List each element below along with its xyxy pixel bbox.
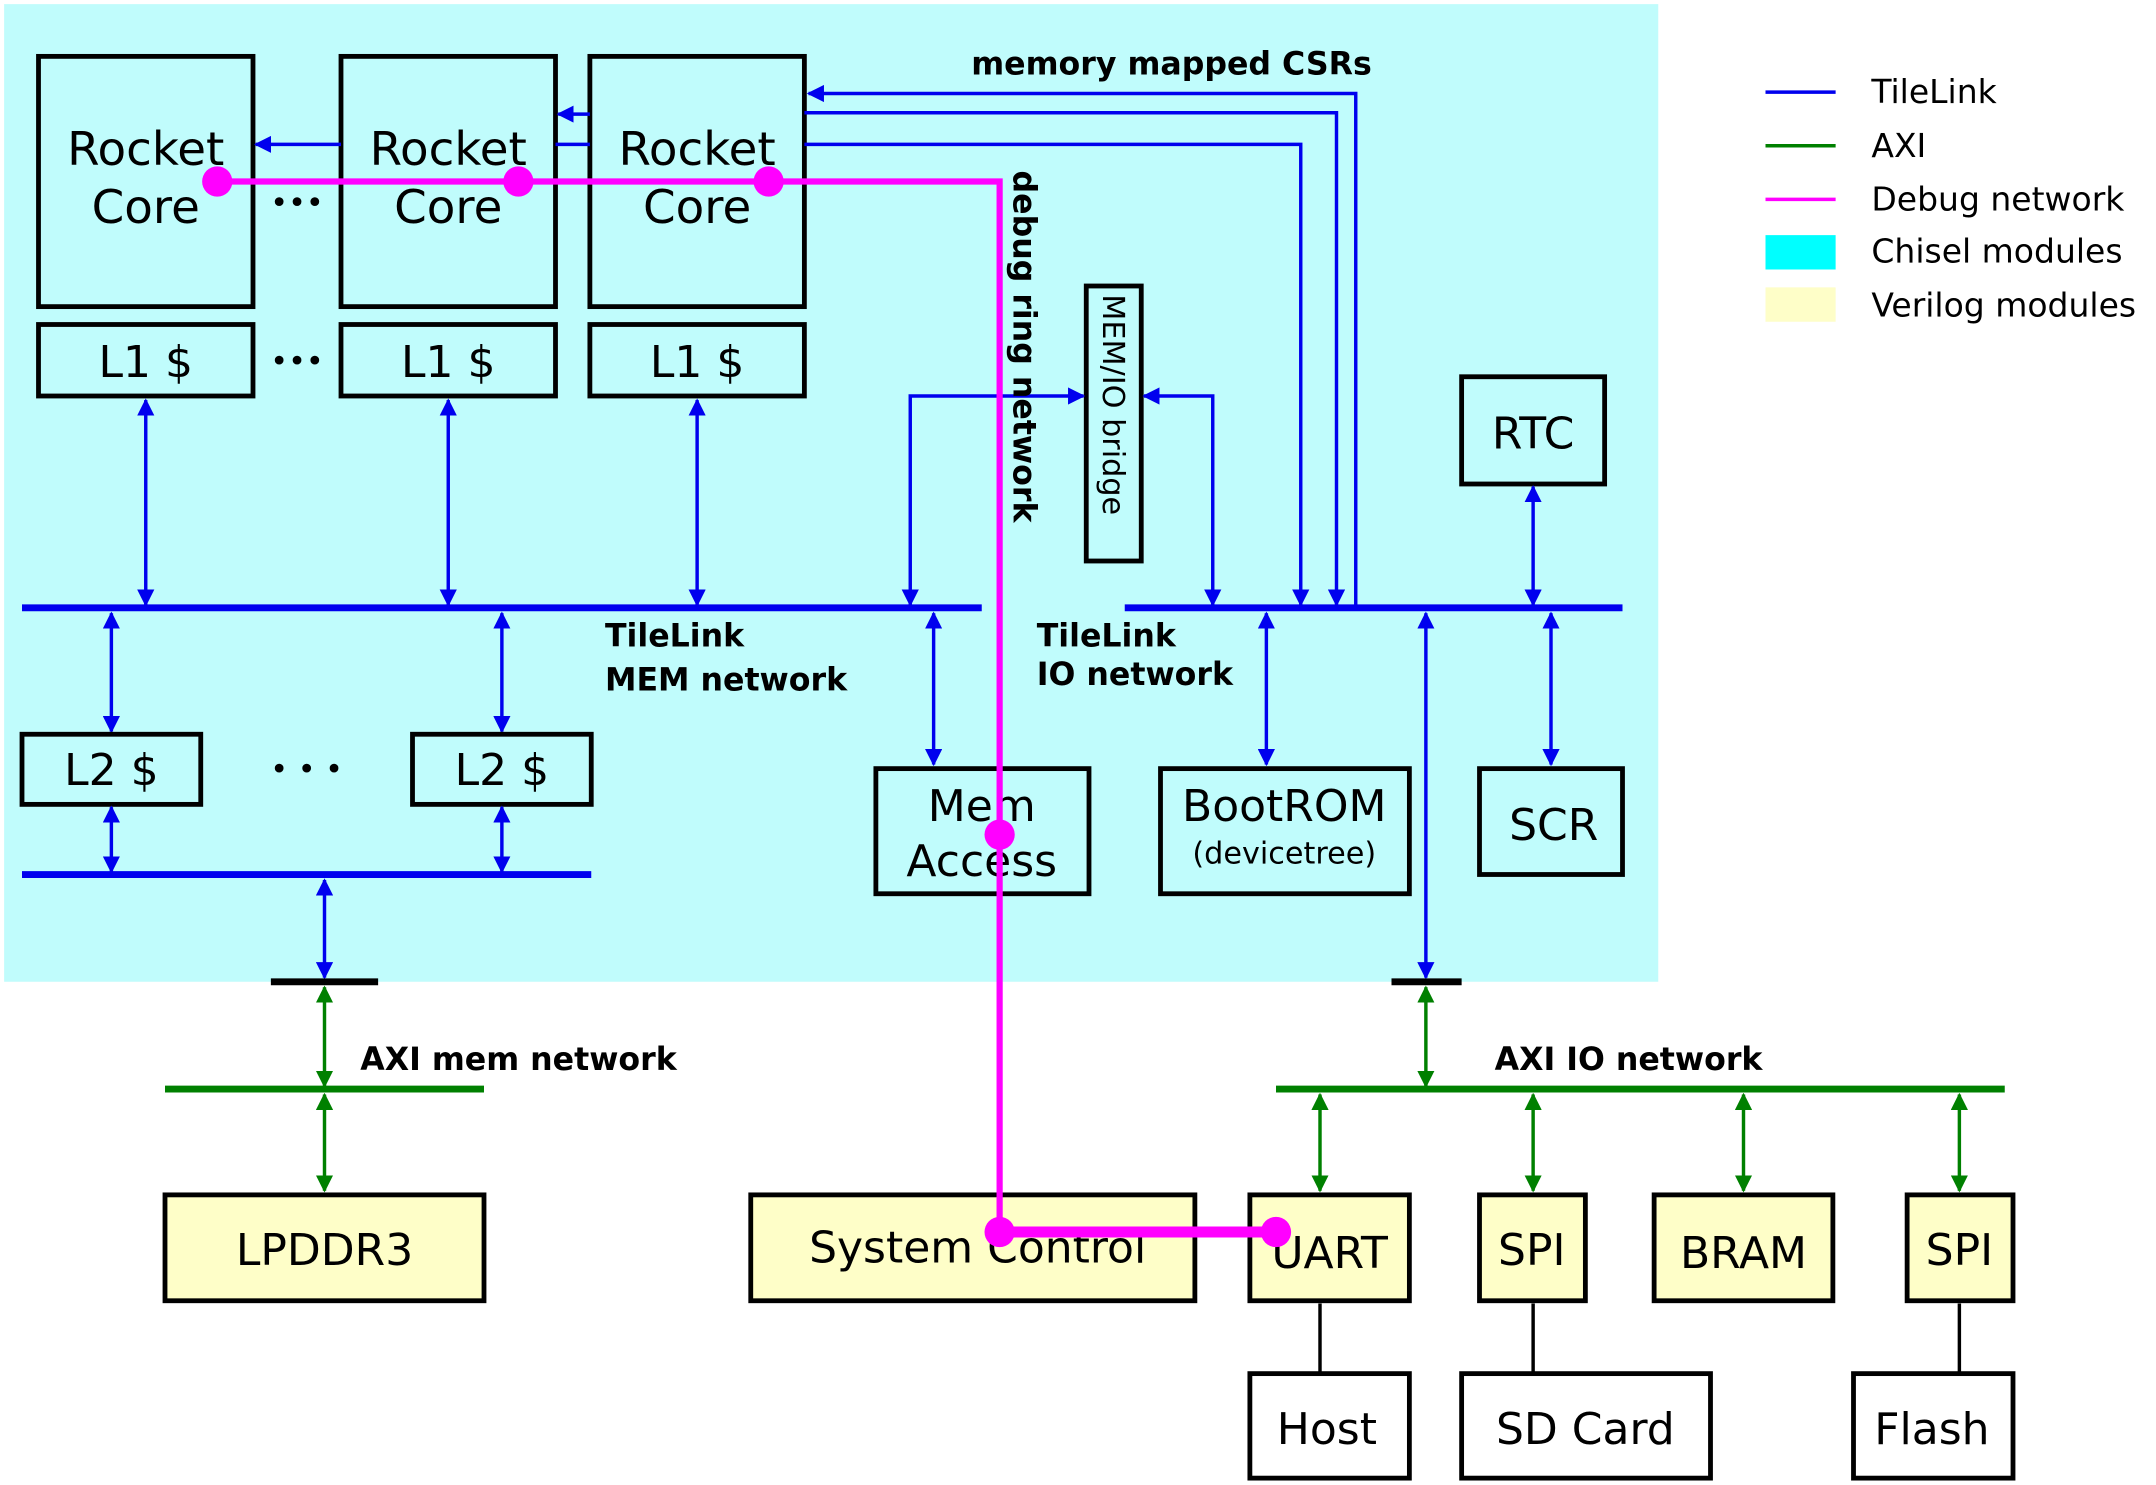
system-control-block[interactable]: System Control [748,1192,1198,1304]
bootrom-label: BootROM [1182,781,1386,832]
tl-mem-label: TileLink [605,618,745,654]
legend-verilog-swatch [1765,287,1836,322]
memio-bridge[interactable]: MEM/IO bridge [1083,283,1144,564]
csr-line [806,84,1358,605]
axi-mem-label: AXI mem network [360,1042,677,1078]
csr-label: memory mapped CSRs [971,46,1372,82]
l2-cache-2[interactable]: L2 $ [410,731,594,807]
cache-label: L2 $ [455,745,549,796]
legend-label: Debug network [1871,179,2125,218]
bram-block[interactable]: BRAM [1651,1192,1836,1304]
l2-ellipsis: • • • [270,753,343,788]
csr-line [804,142,1310,607]
bram-label: BRAM [1680,1228,1807,1279]
flash-block[interactable]: Flash [1851,1371,2016,1481]
mem-access-label: Mem [928,781,1036,832]
mem-access-label: Access [906,836,1057,887]
core-label: Rocket [619,123,776,177]
legend-label: TileLink [1870,72,1997,111]
l1-cache-3[interactable]: L1 $ [587,322,807,399]
axi-io-label: AXI IO network [1495,1042,1764,1078]
legend-label: Verilog modules [1871,285,2136,324]
l1-cache-1[interactable]: L1 $ [36,322,256,399]
bridge-mem-arrow [901,387,1086,607]
spi-block-1[interactable]: SPI [1477,1192,1588,1304]
spi-block-2[interactable]: SPI [1904,1192,2016,1304]
rtc-block[interactable]: RTC [1459,374,1608,487]
core-label: Core [394,181,502,235]
legend-label: AXI [1871,126,1926,165]
debug-node [1260,1216,1292,1248]
rtc-label: RTC [1492,408,1574,459]
cache-label: L1 $ [650,337,745,388]
cache-label: L1 $ [99,337,194,388]
scr-label: SCR [1509,800,1598,851]
debug-ring-label: debug ring network [1005,171,1041,524]
spi-label: SPI [1926,1225,1993,1276]
flash-label: Flash [1874,1404,1989,1455]
l1-cache-2[interactable]: L1 $ [338,322,558,399]
debug-node [984,1216,1015,1248]
core-ellipsis: ••• [270,186,324,221]
debug-node [753,166,784,197]
mem-access-block[interactable]: Mem Access [873,766,1092,897]
host-label: Host [1277,1404,1377,1455]
legend-chisel-swatch [1765,235,1836,270]
cache-label: L1 $ [401,337,495,388]
sdcard-label: SD Card [1496,1404,1675,1455]
lpddr3-block[interactable]: LPDDR3 [162,1192,487,1304]
sdcard-block[interactable]: SD Card [1459,1371,1713,1481]
debug-node [503,166,534,197]
spi-label: SPI [1498,1225,1565,1276]
core-label: Core [643,181,751,235]
l2-cache-1[interactable]: L2 $ [19,731,204,807]
scr-block[interactable]: SCR [1477,766,1625,877]
csr-line [804,111,1346,607]
bootrom-block[interactable]: BootROM (devicetree) [1158,766,1412,897]
lpddr3-label: LPDDR3 [236,1225,413,1276]
uart-block[interactable]: UART [1247,1192,1412,1304]
cache-ellipsis: ••• [270,344,324,379]
legend: TileLink AXI Debug network Chisel module… [1765,72,2136,324]
core-label: Rocket [67,123,224,177]
bridge-io-arrow [1142,387,1222,607]
bridge-label: MEM/IO bridge [1095,294,1130,515]
cache-label: L2 $ [64,745,159,796]
uart-label: UART [1271,1228,1388,1279]
debug-node [984,819,1015,850]
host-block[interactable]: Host [1247,1371,1412,1481]
tl-io-label: TileLink [1037,618,1177,654]
bootrom-sublabel: (devicetree) [1192,837,1376,872]
legend-label: Chisel modules [1871,232,2122,271]
core-label: Rocket [370,123,527,177]
tl-io-label: IO network [1037,657,1234,693]
core-label: Core [92,181,200,235]
tl-mem-label: MEM network [605,662,848,698]
debug-node [202,166,233,197]
